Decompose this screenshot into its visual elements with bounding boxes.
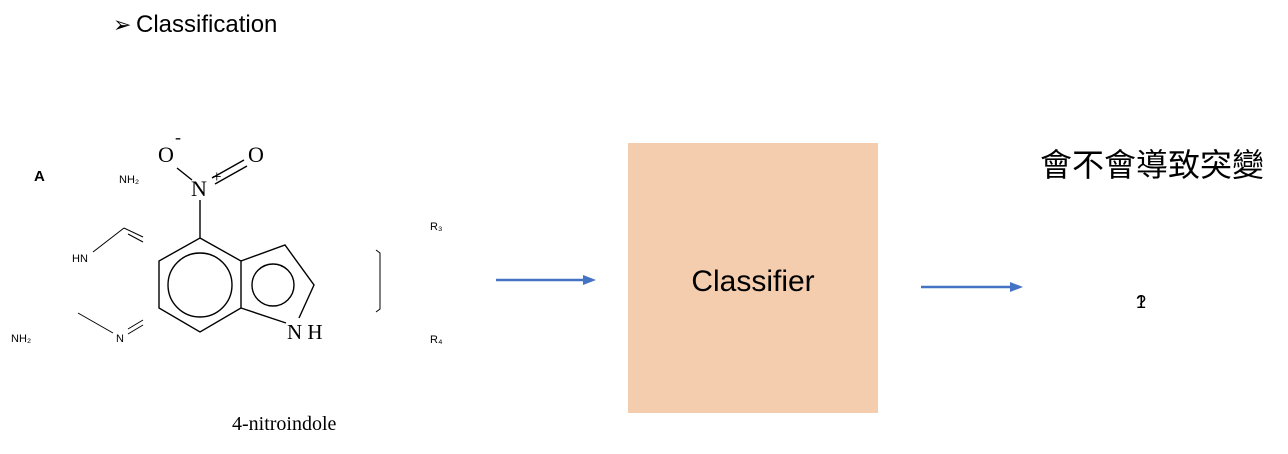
nh2-top-label: NH₂: [119, 174, 139, 186]
nitro-minus-label: -: [175, 127, 181, 147]
nh2-bottom-label: NH₂: [11, 333, 31, 345]
bond-nh2-lower: [77, 312, 114, 334]
bond-double-upper-a: [123, 227, 144, 238]
r4-label: R₄: [430, 334, 443, 346]
nitro-o-label: O: [248, 142, 264, 167]
output-label-question: ?: [1136, 292, 1146, 312]
benzene-ring: [158, 237, 242, 333]
title-bullet-icon: ➢: [113, 12, 131, 37]
bond-double-upper-b: [127, 233, 144, 243]
title-text: Classification: [136, 11, 277, 38]
pyrrole-aromatic-circle: [251, 263, 295, 307]
bond-n-o-double-a: [211, 159, 245, 179]
output-question: 會不會導致突變: [1040, 146, 1264, 184]
pyrrole-bond-bottom: [240, 307, 287, 324]
molecule-name: 4-nitroindole: [232, 413, 337, 435]
classifier-box: Classifier: [628, 143, 878, 413]
bond-n-o-double-b: [214, 165, 248, 185]
arrow-to-classifier: [496, 275, 596, 285]
nitro-o-minus-label: O: [158, 142, 174, 167]
classifier-label: Classifier: [691, 265, 814, 298]
classifier-rect: [628, 143, 878, 413]
molecule-diagram: A NH₂ HN NH₂ N R₃ R₄ N H N + O - O 4-: [11, 127, 443, 435]
output-label-one: 1: [1136, 292, 1146, 312]
bond-hn-upper: [92, 227, 125, 253]
bond-n-ominus: [176, 167, 193, 181]
nitro-plus-label: +: [212, 167, 222, 186]
bond-double-lower-a: [127, 324, 144, 335]
slide-title: ➢ Classification: [113, 11, 277, 38]
hn-label: HN: [72, 253, 88, 265]
arrow-to-output: [921, 282, 1023, 292]
benzene-aromatic-circle: [167, 252, 233, 318]
bond-double-lower-b: [127, 319, 144, 330]
panel-label: A: [34, 168, 45, 185]
nitro-n-label: N: [191, 176, 207, 201]
nh-label: N H: [287, 320, 323, 344]
n-left-label: N: [116, 333, 124, 345]
bracket-right: [375, 249, 381, 313]
r3-label: R₃: [430, 221, 442, 233]
pyrrole-ring: [240, 244, 315, 319]
output-panel: 會不會導致突變 1 ?: [1040, 146, 1264, 312]
